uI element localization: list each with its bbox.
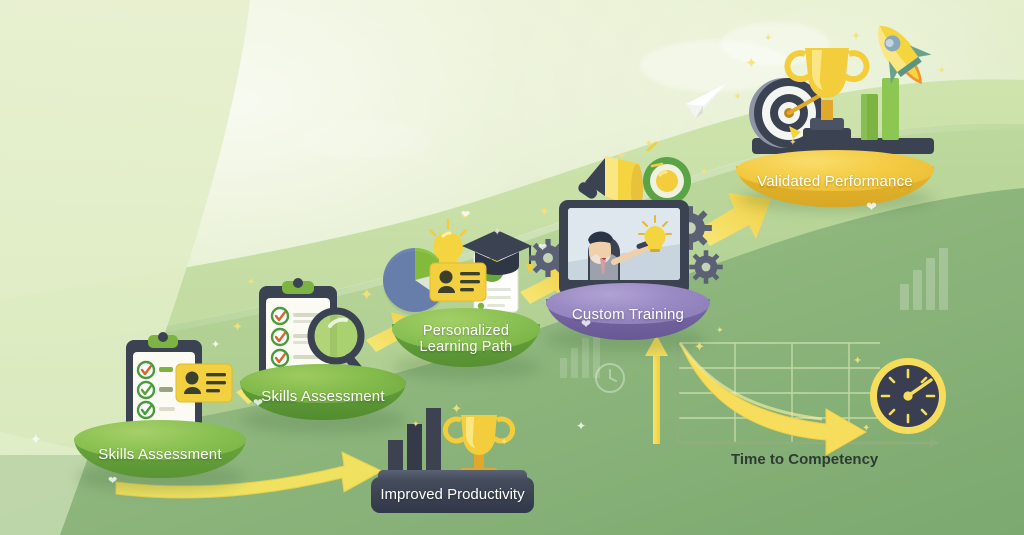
rocket-icon [878, 25, 932, 85]
sparkle-icon: ❤ [253, 396, 264, 410]
sparkle-icon: ✦ [460, 211, 470, 223]
sparkle-icon: ✦ [493, 227, 502, 238]
watermark-bar-chart [560, 330, 600, 378]
sparkle-icon: ✦ [30, 431, 42, 447]
sparkle-icon: ❤ [866, 199, 877, 214]
id-card-icon [175, 363, 233, 403]
down-trend-arrow-icon [678, 342, 868, 456]
sparkle-icon: ✦ [645, 138, 653, 148]
target-ring-icon [643, 157, 691, 205]
sparkle-icon: ✦ [232, 319, 243, 334]
sparkle-icon: ✦ [789, 137, 797, 147]
megaphone-icon [578, 141, 664, 214]
sparkle-icon: ✦ [247, 277, 256, 288]
step5-platform-top [736, 150, 934, 191]
sparkle-icon: ❤ [581, 317, 592, 331]
outcome-platform-top-face [378, 470, 527, 479]
id-card-icon [429, 262, 487, 302]
sparkle-icon: ✦ [576, 419, 587, 433]
outcome-platform[interactable]: Improved Productivity [371, 477, 534, 513]
step3-platform-top [392, 308, 540, 351]
bar-chart-icon [388, 408, 441, 472]
bar-chart-icon [861, 78, 899, 140]
sparkle-icon: ✦ [694, 339, 705, 354]
sparkle-icon: ❤ [538, 242, 548, 254]
outcome-platform-face [371, 477, 534, 513]
step4-label: Custom Training [571, 306, 685, 323]
watermark-bar-chart [900, 248, 948, 310]
cloud-icon [300, 120, 430, 160]
sparkle-icon: ✦ [733, 91, 743, 103]
outcome-label: Improved Productivity [380, 486, 525, 503]
sparkle-icon: ✦ [716, 325, 724, 335]
step2-platform-top [240, 364, 406, 403]
outcome-platform-top [378, 470, 527, 479]
step3-label: Personalized Learning Path [419, 323, 513, 356]
step1-platform[interactable]: Skills Assessment [74, 420, 246, 478]
monitor-presenter-icon [559, 200, 689, 324]
sparkle-icon: ❤ [461, 209, 471, 221]
sparkle-icon: ✦ [745, 55, 758, 72]
chart-axis-label: Time to Competency [731, 451, 879, 468]
step1-label: Skills Assessment [98, 446, 222, 463]
sparkle-icon: ✦ [539, 204, 550, 219]
step4-platform-top [546, 283, 710, 324]
productivity-curve-arrow [115, 451, 384, 499]
step1-platform-top [74, 420, 246, 460]
sparkle-icon: ✦ [700, 167, 709, 178]
sparkle-icon: ✦ [851, 29, 862, 43]
sparkle-icon: ✦ [412, 419, 420, 429]
sparkle-icon: ✦ [617, 150, 627, 162]
cloud-icon [640, 40, 790, 92]
sparkle-icon: ✦ [451, 401, 462, 416]
sparkle-icon: ✦ [211, 339, 221, 351]
sparkle-icon: ❤ [108, 475, 118, 487]
sparkle-icon: ✦ [853, 355, 863, 367]
sparkle-icon: ✦ [937, 65, 947, 77]
sparkle-icon: ✦ [862, 423, 871, 434]
sparkle-icon: ✦ [500, 437, 509, 448]
up-axis-arrow-icon [645, 335, 668, 444]
trophy-icon [442, 415, 516, 477]
trophy-icon [784, 48, 870, 141]
step5-label: Validated Performance [757, 173, 913, 190]
step2-label: Skills Assessment [261, 388, 385, 405]
sparkle-icon: ✦ [764, 33, 773, 44]
sparkle-icon: ✦ [360, 287, 374, 304]
